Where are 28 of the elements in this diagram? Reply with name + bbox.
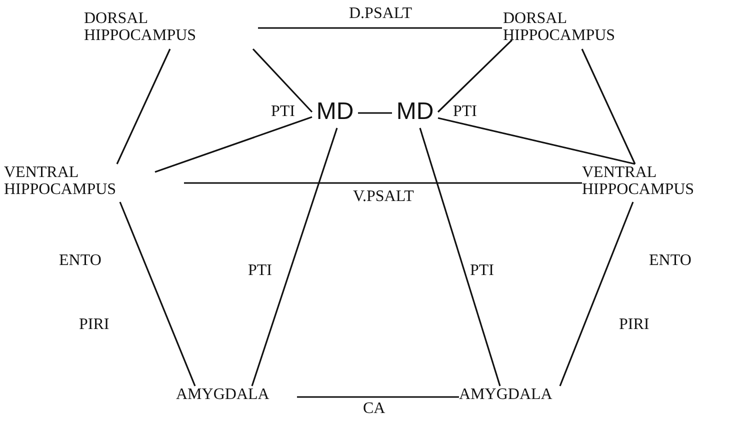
region-label: DORSAL HIPPOCAMPUS: [84, 10, 256, 48]
pathway-label: PIRI: [618, 316, 650, 334]
region-label: VENTRAL HIPPOCAMPUS: [4, 164, 184, 202]
connection-line: [438, 117, 636, 165]
connection-line: [184, 182, 582, 184]
connection-line: [116, 48, 171, 164]
pathway-label: ENTO: [648, 252, 692, 270]
pathway-label: ENTO: [58, 252, 102, 270]
connection-line: [119, 202, 196, 386]
region-label: DORSAL HIPPOCAMPUS: [503, 10, 675, 48]
pathway-label: PTI: [270, 103, 296, 121]
connection-line: [559, 202, 634, 386]
region-label: AMYGDALA: [176, 386, 297, 406]
nucleus-label: MD: [392, 98, 438, 128]
connection-line: [437, 39, 513, 113]
connection-line: [581, 48, 636, 164]
connection-line: [419, 128, 501, 386]
connection-line: [258, 27, 502, 29]
connection-line: [154, 116, 312, 173]
connection-line: [297, 396, 459, 398]
nucleus-label: MD: [312, 98, 358, 128]
region-label: AMYGDALA: [459, 386, 580, 406]
connection-line: [252, 48, 313, 113]
connection-line: [251, 128, 338, 386]
connection-line: [358, 112, 392, 114]
pathway-label: PTI: [452, 103, 478, 121]
pathway-label: PIRI: [78, 316, 110, 334]
region-label: VENTRAL HIPPOCAMPUS: [582, 164, 750, 202]
